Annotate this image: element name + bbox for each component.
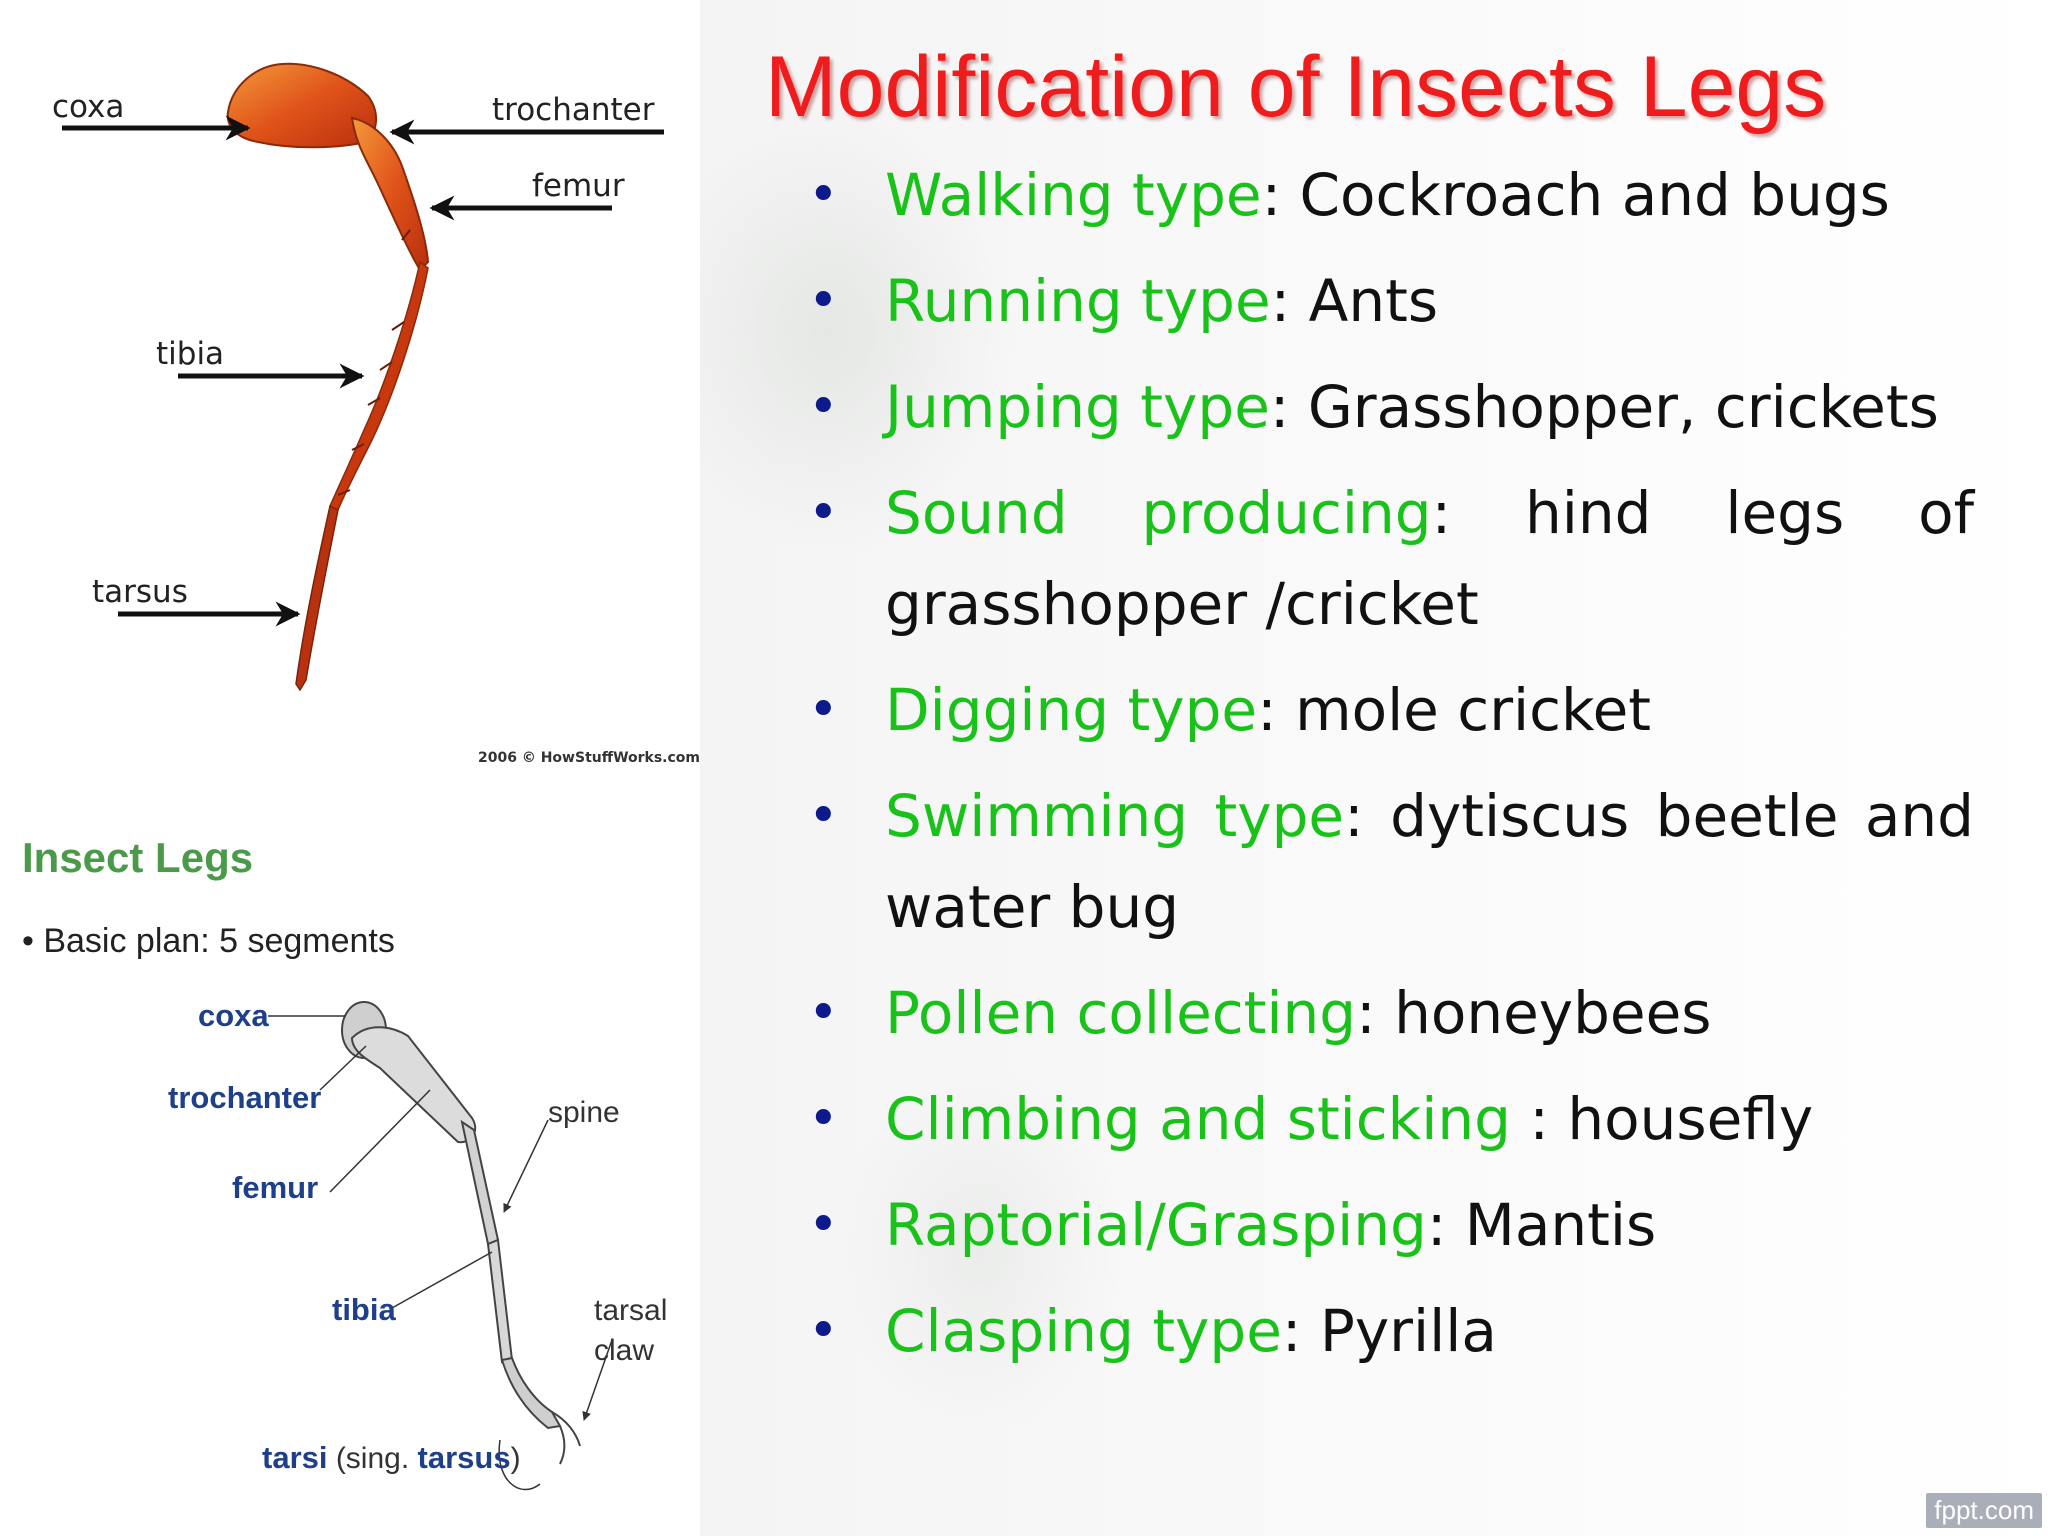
- figure-bullet: • Basic plan: 5 segments: [22, 922, 395, 960]
- leg-line-diagram: Insect Legs • Basic plan: 5 segments cox…: [22, 834, 667, 1491]
- femur-label: femur: [532, 168, 625, 204]
- femur-label: femur: [232, 1170, 318, 1205]
- bullet-text: : Cockroach and bugs: [1261, 161, 1890, 229]
- bullet-text: : dytiscus beetle and water bug: [885, 782, 1974, 941]
- bullet-term: Climbing and sticking: [885, 1085, 1530, 1153]
- bullet-term: Swimming type: [885, 782, 1345, 850]
- list-item: Jumping type: Grasshopper, crickets: [808, 362, 1974, 453]
- singular-close: ): [511, 1442, 521, 1475]
- bullet-term: Sound producing: [885, 479, 1432, 547]
- bullet-term: Jumping type: [885, 373, 1270, 441]
- tarsus-segment: [295, 504, 339, 692]
- fppt-watermark: fppt.com: [1926, 1493, 2042, 1528]
- bullet-text: : Pyrilla: [1281, 1297, 1497, 1365]
- trochanter-label: trochanter: [492, 92, 655, 128]
- coxa-label: coxa: [198, 998, 269, 1033]
- leg-types-list: Walking type: Cockroach and bugs Running…: [808, 150, 1974, 1392]
- bullet-text: : honeybees: [1356, 979, 1712, 1047]
- leg-spines: [337, 229, 411, 496]
- list-item: Walking type: Cockroach and bugs: [808, 150, 1974, 241]
- singular-open: (sing.: [327, 1442, 417, 1475]
- list-item: Clasping type: Pyrilla: [808, 1286, 1974, 1377]
- tarsus-term: tarsus: [418, 1440, 511, 1475]
- figures-panel: [0, 0, 700, 1536]
- bullet-text: : mole cricket: [1257, 676, 1651, 744]
- list-item: Swimming type: dytiscus beetle and water…: [808, 771, 1974, 953]
- tibia-segment: [329, 260, 429, 512]
- bullet-text: : hind legs of grasshopper /cricket: [885, 479, 1974, 638]
- bullet-text: : Grasshopper, crickets: [1269, 373, 1939, 441]
- tarsus-label: tarsus: [92, 574, 188, 610]
- list-item: Climbing and sticking : housefly: [808, 1074, 1974, 1165]
- bullet-text: : Ants: [1270, 267, 1439, 335]
- list-item: Digging type: mole cricket: [808, 665, 1974, 756]
- list-item: Raptorial/Grasping: Mantis: [808, 1180, 1974, 1271]
- bullet-term: Walking type: [885, 161, 1262, 229]
- tarsal-claw-label-line2: claw: [594, 1334, 654, 1367]
- tarsi-term: tarsi: [262, 1440, 327, 1475]
- spine-label: spine: [548, 1096, 620, 1129]
- tibia-label: tibia: [332, 1292, 396, 1327]
- slide-title: Modification of Insects Legs: [765, 39, 1827, 135]
- coxa-segment: [226, 62, 377, 149]
- image-credit: 2006 © HowStuffWorks.com: [478, 750, 700, 766]
- bullet-text: : housefly: [1529, 1085, 1814, 1153]
- trochanter-label: trochanter: [168, 1080, 321, 1115]
- leg-drawing: [341, 1001, 581, 1465]
- leg-photo-diagram: coxa trochanter femur tibia tarsus 2006 …: [52, 62, 700, 766]
- coxa-label: coxa: [52, 89, 124, 125]
- femur-segment: [350, 116, 430, 272]
- list-item: Running type: Ants: [808, 256, 1974, 347]
- leader-lines: [268, 1015, 613, 1491]
- tarsal-claw-label-line1: tarsal: [594, 1294, 667, 1327]
- bullet-term: Pollen collecting: [885, 979, 1357, 1047]
- tarsi-label: tarsi (sing. tarsus): [262, 1440, 521, 1475]
- bullet-text: : Mantis: [1426, 1191, 1657, 1259]
- figure-title: Insect Legs: [22, 834, 253, 881]
- list-item: Pollen collecting: honeybees: [808, 968, 1974, 1059]
- tibia-label: tibia: [156, 336, 224, 372]
- bullet-term: Running type: [885, 267, 1271, 335]
- bullet-term: Clasping type: [885, 1297, 1282, 1365]
- bullet-term: Raptorial/Grasping: [885, 1191, 1427, 1259]
- list-item: Sound producing: hind legs of grasshoppe…: [808, 468, 1974, 650]
- bullet-term: Digging type: [885, 676, 1258, 744]
